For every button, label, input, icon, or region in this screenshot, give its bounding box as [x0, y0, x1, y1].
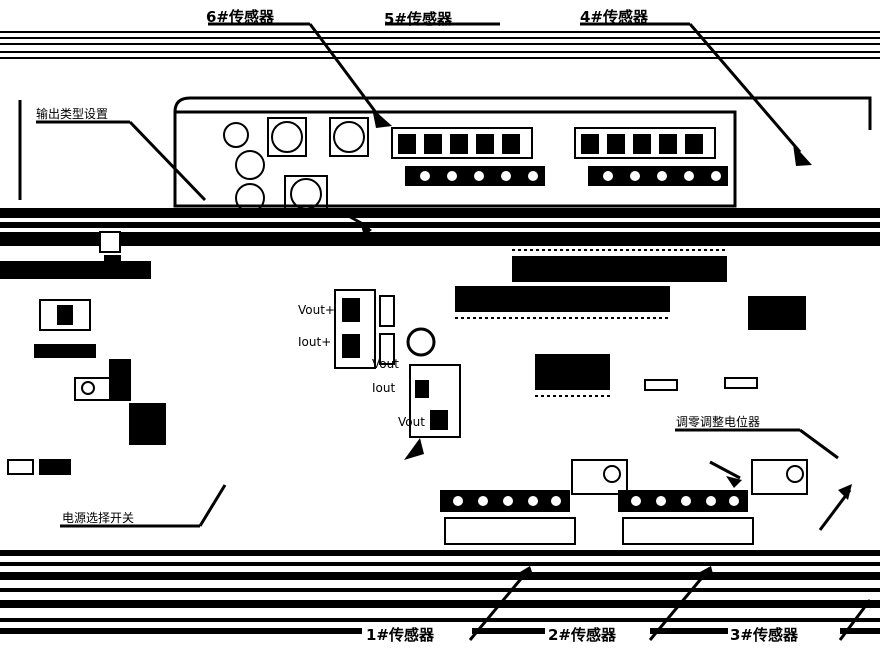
main-busbars: [0, 208, 880, 246]
terminal-vout: Vout: [372, 357, 399, 371]
label-sensor-6: 6#传感器: [206, 8, 275, 26]
round-components: [223, 117, 369, 213]
label-output-type: 输出类型设置: [36, 106, 108, 121]
label-zero-adjust: 调零调整电位器: [676, 414, 760, 429]
arrow-heads: [360, 108, 852, 578]
label-backgrounds: [362, 622, 840, 644]
top-connector-block-right: [574, 127, 728, 186]
terminal-iout-plus: Iout+: [298, 335, 331, 349]
label-power-switch: 电源选择开关: [62, 511, 134, 525]
label-sensor-4: 4#传感器: [580, 8, 649, 26]
zero-adjust-pots: [571, 459, 808, 495]
terminal-vout-plus: Vout+: [298, 303, 335, 317]
board-outline: [18, 96, 872, 208]
output-terminal-block: [334, 289, 461, 438]
left-components: [0, 231, 166, 475]
terminal-vout-lower: Vout: [398, 415, 425, 429]
ic-chips: [455, 249, 806, 397]
label-sensor-1: 1#传感器: [366, 626, 435, 644]
bottom-connector-left: [440, 490, 576, 545]
leader-lines: [36, 22, 872, 641]
label-sensor-3: 3#传感器: [730, 626, 799, 644]
label-sensor-5: 5#传感器: [384, 10, 453, 28]
top-wire-bundle: [0, 31, 880, 59]
label-sensor-2: 2#传感器: [548, 626, 617, 644]
top-connector-block-left: [391, 127, 545, 186]
terminal-iout: Iout: [372, 381, 395, 395]
bottom-connector-right: [618, 490, 754, 545]
bottom-wire-bundle: [0, 550, 880, 634]
